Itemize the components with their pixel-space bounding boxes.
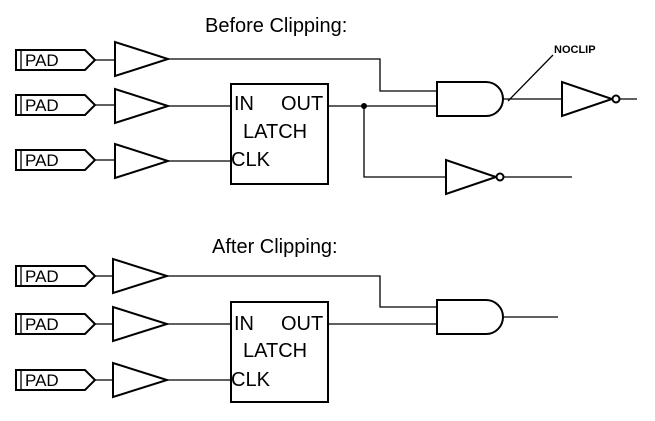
after-pad-3-label: PAD xyxy=(25,371,59,390)
after-pad-1-label: PAD xyxy=(25,267,59,286)
after-latch-in: IN xyxy=(234,313,254,335)
before-pad-1: PAD xyxy=(15,49,97,71)
before-latch-out: OUT xyxy=(281,93,323,115)
after-latch-name: LATCH xyxy=(243,340,307,362)
after-latch-out: OUT xyxy=(281,313,323,335)
after-latch: IN OUT LATCH CLK xyxy=(230,301,329,403)
noclip-label: NOCLIP xyxy=(554,44,596,56)
after-pad-1: PAD xyxy=(15,265,97,287)
after-and-gate xyxy=(436,299,504,335)
after-pad-2-label: PAD xyxy=(25,315,59,334)
after-clipping-section: After Clipping: PAD PAD PAD xyxy=(15,236,558,403)
before-latch-in: IN xyxy=(234,93,254,115)
before-latch-clk: CLK xyxy=(231,149,271,171)
after-pad-3: PAD xyxy=(15,369,97,391)
before-buffer-3 xyxy=(114,142,172,180)
before-buffer-1 xyxy=(114,40,172,78)
before-pad-3: PAD xyxy=(15,149,97,171)
after-pad-2: PAD xyxy=(15,313,97,335)
before-latch-name: LATCH xyxy=(243,121,307,143)
before-noclip-inverter xyxy=(561,80,621,118)
before-buffer-2 xyxy=(114,87,172,125)
after-buffer-3 xyxy=(112,361,171,399)
after-title: After Clipping: xyxy=(212,236,338,258)
before-clipping-section: Before Clipping: PAD PAD PAD xyxy=(15,15,637,196)
before-lower-inverter xyxy=(445,158,505,196)
before-pad-2: PAD xyxy=(15,94,97,116)
before-pad-3-label: PAD xyxy=(25,151,59,170)
before-pad-1-label: PAD xyxy=(25,51,59,70)
before-pad-2-label: PAD xyxy=(25,96,59,115)
before-title: Before Clipping: xyxy=(205,15,347,37)
after-latch-clk: CLK xyxy=(231,369,271,391)
before-latch: IN OUT LATCH CLK xyxy=(230,83,329,185)
before-and-gate xyxy=(436,81,504,117)
after-buffer-1 xyxy=(112,257,171,295)
after-buffer-2 xyxy=(112,305,171,343)
